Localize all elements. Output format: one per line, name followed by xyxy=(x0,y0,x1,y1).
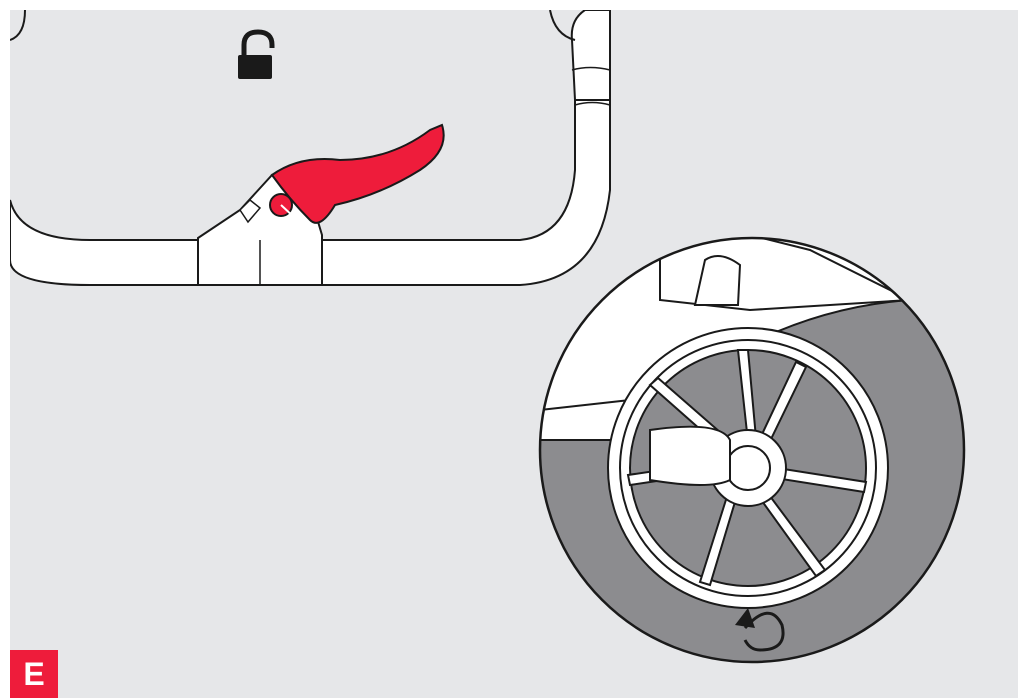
instruction-figure: E xyxy=(10,10,1018,698)
diagram-canvas xyxy=(10,10,966,664)
rear-wheel-detail xyxy=(538,236,966,664)
brake-lever xyxy=(269,123,445,224)
unlocked-padlock-icon xyxy=(238,29,275,79)
stroller-handlebar xyxy=(10,10,611,286)
step-label-badge: E xyxy=(10,650,58,698)
rotation-arrow-icon xyxy=(735,608,785,652)
